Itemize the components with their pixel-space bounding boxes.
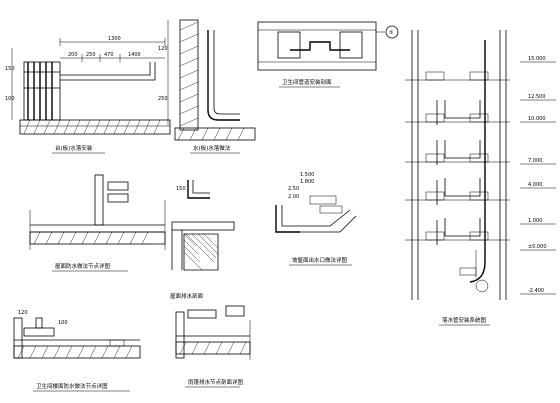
dim-1400: 1400 bbox=[128, 52, 141, 58]
dim-120: 120 bbox=[158, 46, 168, 52]
caption-detail-5: 卫生间楼面防水做法节点详图 bbox=[36, 382, 108, 390]
level-4000: 4.000 bbox=[528, 182, 542, 188]
caption-detail-4: 屋面排水剖面 bbox=[170, 292, 204, 300]
dim-1300: 1300 bbox=[108, 36, 121, 42]
caption-detail-1: 台(板)水落安装 bbox=[55, 144, 93, 152]
callout-label: ⑤ bbox=[389, 30, 393, 36]
detail-8-drawing: 2.50 2.00 bbox=[275, 186, 357, 233]
dim-250b: 250 bbox=[158, 96, 168, 102]
detail-4-drawing: 150 bbox=[171, 180, 235, 271]
level-10000: 10.000 bbox=[528, 116, 546, 122]
caption-detail-8: 坡屋面出水口做法详图 bbox=[292, 256, 348, 264]
level-1000: 1.000 bbox=[528, 218, 542, 224]
detail-2-drawing: 120 250 bbox=[158, 19, 256, 141]
caption-detail-3: 屋面防水做法节点详图 bbox=[55, 262, 111, 270]
callout-circle bbox=[385, 25, 399, 39]
dim-200: 200 bbox=[68, 52, 78, 58]
dim-120b: 120 bbox=[18, 310, 28, 316]
caption-detail-2: 水(板)水落做法 bbox=[193, 144, 231, 152]
dim-470: 470 bbox=[104, 52, 114, 58]
dim-150: 150 bbox=[5, 66, 15, 72]
caption-detail-7: 卫生间管道安装剖面 bbox=[282, 78, 332, 86]
level-minus-2400: -2.400 bbox=[528, 288, 544, 294]
detail-5-drawing: 120 100 bbox=[13, 310, 141, 359]
detail-9-drawing bbox=[405, 30, 510, 300]
caption-detail-9: 落水管安装系统图 bbox=[442, 316, 487, 324]
caption-detail-6: 雨篷排水节点剖面详图 bbox=[188, 378, 244, 386]
level-7000: 7.000 bbox=[528, 158, 542, 164]
dim-100b: 100 bbox=[58, 320, 68, 326]
dim-150b: 150 bbox=[176, 186, 186, 192]
detail-plan-strip: ⑤ bbox=[257, 21, 399, 71]
dim-1-500: 1.500 bbox=[300, 172, 314, 178]
level-0000: ±0.000 bbox=[528, 244, 547, 250]
detail-1-drawing: 1300 200 250 470 1400 150 100 bbox=[5, 36, 171, 135]
dim-1-800: 1.800 bbox=[300, 179, 314, 185]
detail-3-drawing bbox=[29, 174, 166, 250]
dim-2-00: 2.00 bbox=[288, 194, 299, 200]
dim-100: 100 bbox=[5, 96, 15, 102]
detail-6-drawing bbox=[175, 305, 251, 360]
dim-250: 250 bbox=[86, 52, 96, 58]
level-12500: 12.500 bbox=[528, 94, 546, 100]
dim-2-50: 2.50 bbox=[288, 186, 299, 192]
level-15000: 15.000 bbox=[528, 56, 546, 62]
